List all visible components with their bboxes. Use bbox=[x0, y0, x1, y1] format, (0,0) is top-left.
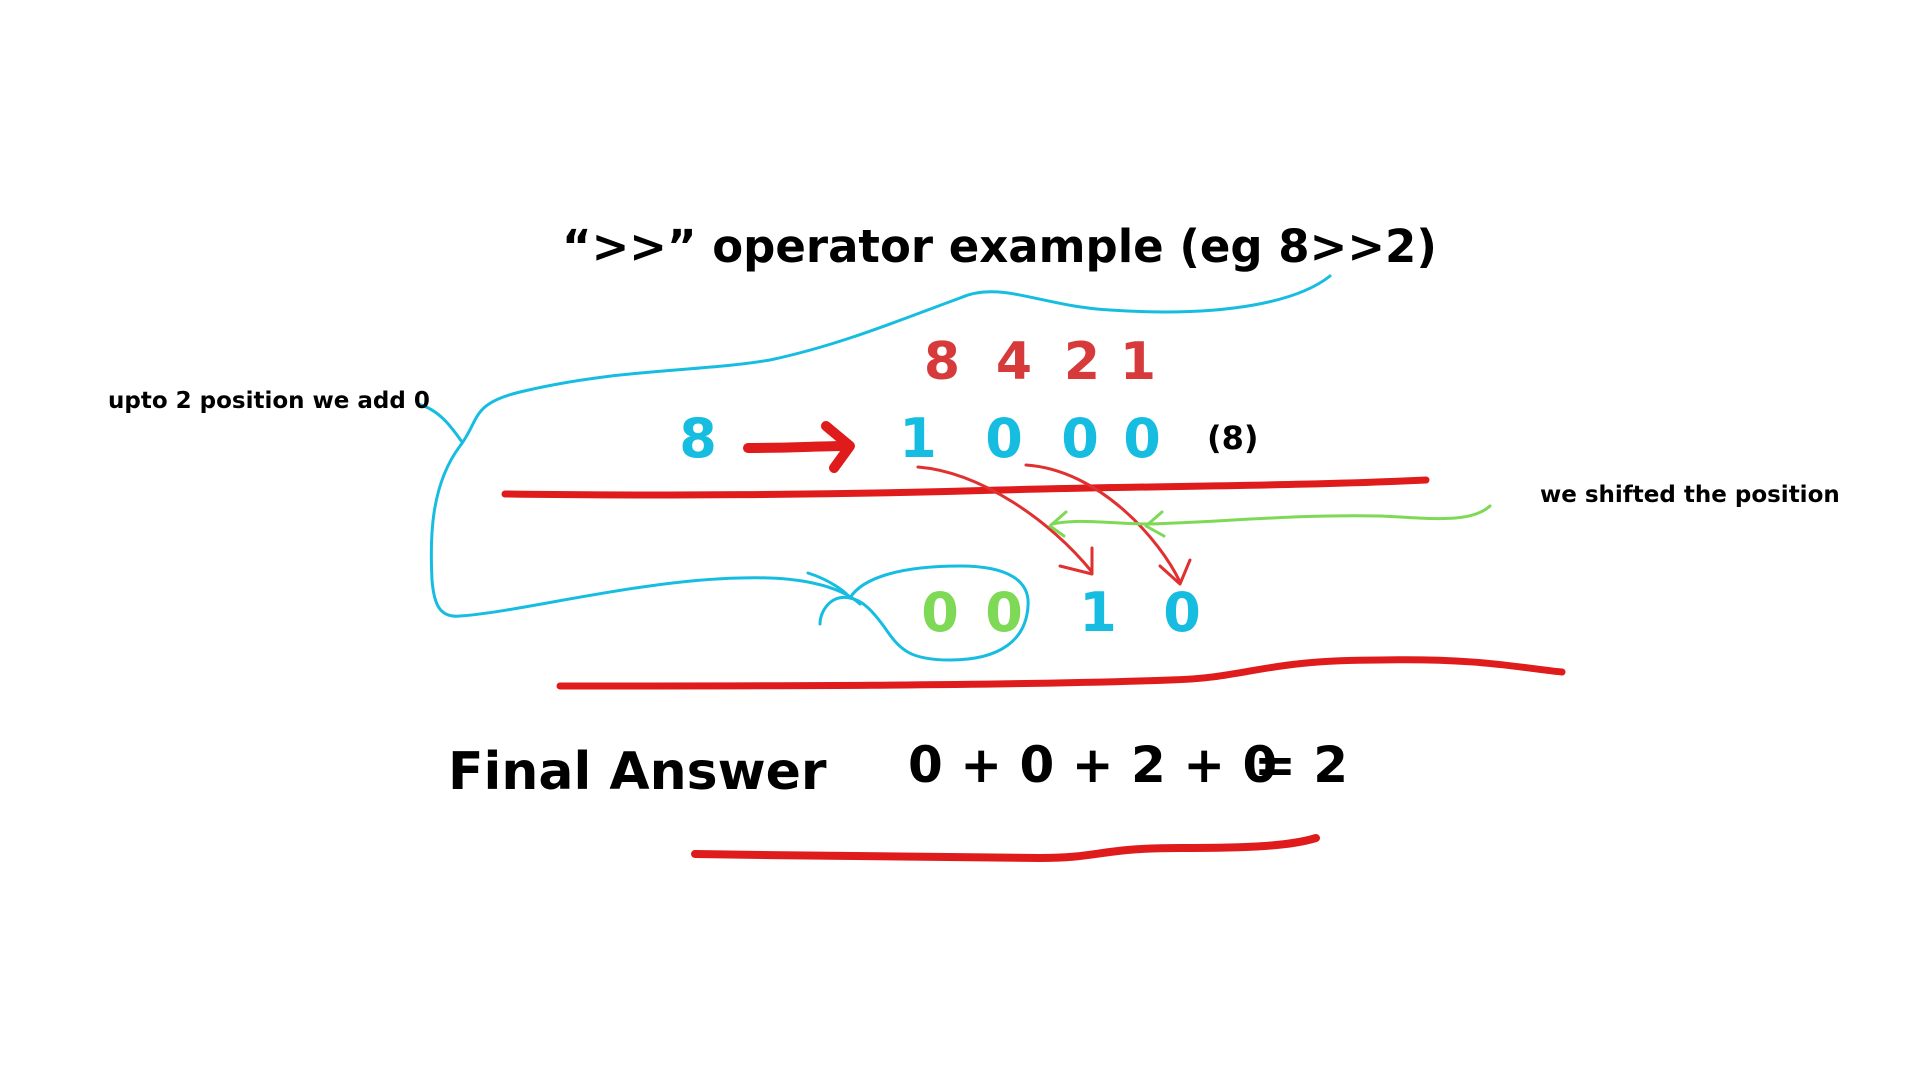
result-bit: 0 bbox=[1163, 581, 1201, 644]
green-arrowhead-2 bbox=[1144, 510, 1166, 538]
cyan-bracket-outline bbox=[429, 274, 1332, 618]
underline-middle bbox=[556, 656, 1566, 690]
oval-tail bbox=[806, 571, 852, 600]
added-zero-bit: 0 bbox=[921, 581, 959, 644]
final-sum-result: = 2 bbox=[1254, 736, 1349, 794]
added-zero-bit: 0 bbox=[985, 581, 1023, 644]
right-annotation: we shifted the position bbox=[1540, 482, 1840, 508]
original-bit: 0 bbox=[985, 407, 1023, 470]
diagram-title: “>>” operator example (eg 8>>2) bbox=[562, 220, 1437, 273]
green-arrowhead-1 bbox=[1048, 510, 1068, 538]
final-sum-expression: 0 + 0 + 2 + 0 bbox=[908, 736, 1278, 794]
bit-weight: 1 bbox=[1119, 332, 1157, 392]
shift-arrow-2 bbox=[1024, 463, 1182, 584]
shift-arrowhead-2 bbox=[1158, 558, 1192, 586]
underline-final bbox=[691, 834, 1320, 863]
shift-arrow-1 bbox=[916, 465, 1094, 574]
original-bit: 0 bbox=[1061, 407, 1099, 470]
final-answer-label: Final Answer bbox=[448, 742, 827, 802]
source-number: 8 bbox=[679, 407, 717, 470]
source-to-bits-arrowhead bbox=[821, 421, 855, 473]
result-bit: 1 bbox=[1079, 581, 1117, 644]
bit-weight: 8 bbox=[923, 332, 961, 392]
original-bit: 1 bbox=[899, 407, 937, 470]
left-annotation: upto 2 position we add 0 bbox=[108, 388, 430, 414]
bit-weight: 2 bbox=[1063, 332, 1101, 392]
bit-weight: 4 bbox=[995, 332, 1033, 392]
cyan-note-connector bbox=[416, 402, 464, 444]
source-to-bits-arrow bbox=[743, 441, 851, 453]
original-bit: 0 bbox=[1123, 407, 1161, 470]
decimal-value-label: (8) bbox=[1207, 419, 1259, 457]
green-pointer-arrow bbox=[1050, 504, 1492, 526]
added-zeros-oval bbox=[818, 564, 1030, 662]
shift-arrowhead-1 bbox=[1058, 546, 1094, 576]
underline-top bbox=[501, 476, 1430, 499]
